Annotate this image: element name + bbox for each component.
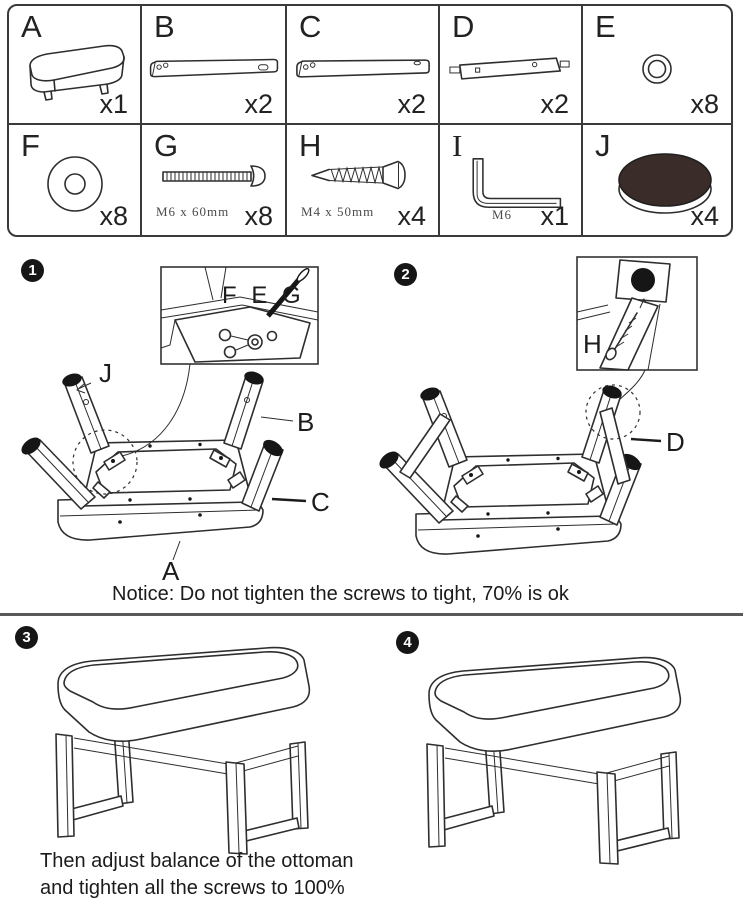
short-stretcher-icon [448, 57, 570, 80]
part-qty-h: x4 [397, 201, 426, 231]
step-1-number: 1 [28, 262, 37, 279]
allen-key-icon [471, 158, 561, 209]
foot-pad-icon [618, 153, 712, 214]
part-letter-f: F [21, 128, 40, 163]
ottoman-base-icon [28, 44, 125, 101]
part-letter-d: D [452, 9, 475, 44]
step1-callout-leader [121, 363, 191, 457]
long-rail-icon [149, 58, 278, 78]
part-qty-d: x2 [540, 89, 569, 119]
step4-ottoman-drawing [426, 656, 682, 865]
step2-callout-leader [618, 369, 646, 401]
part-letter-j: J [595, 128, 611, 163]
part-cell-j: J x4 [581, 123, 731, 235]
part-label-b: B [297, 407, 314, 437]
part-cell-a: A x1 [9, 6, 140, 123]
step1-frame-drawing [17, 363, 287, 541]
stretcher-left [399, 413, 451, 479]
step2-inset-label: H [583, 329, 602, 359]
part-cell-d: D x2 [438, 6, 581, 123]
part-qty-c: x2 [397, 89, 426, 119]
stretcher-right [599, 407, 631, 485]
step-4-number: 4 [403, 634, 412, 651]
part-qty-a: x1 [99, 89, 128, 119]
notice-text: Notice: Do not tighten the screws to tig… [112, 583, 569, 605]
step3-ottoman-drawing [55, 646, 311, 855]
step1-part-labels: J B C A [76, 358, 330, 586]
flat-washer-icon [46, 156, 103, 213]
step-2-number: 2 [401, 266, 410, 283]
part-letter-e: E [595, 9, 616, 44]
part-spec-h: M4 x 50mm [301, 204, 375, 219]
part-letter-b: B [154, 9, 175, 44]
part-cell-g: G M6 x 60mm x8 [140, 123, 285, 235]
side-rail-icon [295, 59, 430, 78]
part-label-j: J [99, 358, 112, 388]
bolt-icon [161, 164, 266, 187]
part-letter-h: H [299, 128, 322, 163]
part-cell-f: F x8 [9, 123, 140, 235]
part-qty-j: x4 [690, 201, 719, 231]
footer-text: Then adjust balance of the ottoman and t… [40, 848, 354, 900]
step2-frame-drawing [375, 369, 646, 555]
step-3-badge: 3 [15, 626, 38, 649]
ring-washer-icon [642, 54, 672, 84]
part-cell-e: E x8 [581, 6, 731, 123]
step-1-badge: 1 [21, 259, 44, 282]
part-cell-c: C x2 [285, 6, 438, 123]
part-spec-i: M6 [492, 207, 513, 222]
bolt-in-inset [266, 275, 303, 318]
step1-inset-label: F E G [222, 282, 305, 309]
part-label-a: A [162, 556, 180, 586]
steps-1-2-drawing: F E G J B C A [17, 256, 698, 586]
wood-screw-icon [310, 160, 406, 189]
part-qty-e: x8 [690, 89, 719, 119]
parts-table: A x1 B x2 C [7, 4, 733, 237]
part-letter-a: A [21, 9, 42, 44]
part-qty-g: x8 [244, 201, 273, 231]
step-4-badge: 4 [396, 631, 419, 654]
part-qty-b: x2 [244, 89, 273, 119]
part-letter-g: G [154, 128, 179, 163]
step2-inset-detail: H [576, 256, 698, 371]
step1-detail-callout-circle [72, 429, 138, 495]
section-divider [0, 613, 743, 616]
part-spec-g: M6 x 60mm [156, 204, 230, 219]
part-label-c: C [311, 487, 330, 517]
part-letter-c: C [299, 9, 322, 44]
part-qty-f: x8 [99, 201, 128, 231]
step-3-number: 3 [22, 629, 31, 646]
part-label-d: D [666, 427, 685, 457]
step2-part-labels: D [630, 427, 685, 457]
part-qty-i: x1 [540, 201, 569, 231]
footer-line-1: Then adjust balance of the ottoman [40, 850, 354, 872]
part-cell-i: I M6 x1 [438, 123, 581, 235]
part-letter-i: I [452, 128, 463, 163]
step1-inset-detail: F E G [160, 266, 319, 365]
step-2-badge: 2 [394, 263, 417, 286]
part-cell-h: H M4 x 50mm x4 [285, 123, 438, 235]
footer-line-2: and tighten all the screws to 100% [40, 877, 345, 899]
step2-detail-callout-circle [585, 384, 641, 440]
part-cell-b: B x2 [140, 6, 285, 123]
